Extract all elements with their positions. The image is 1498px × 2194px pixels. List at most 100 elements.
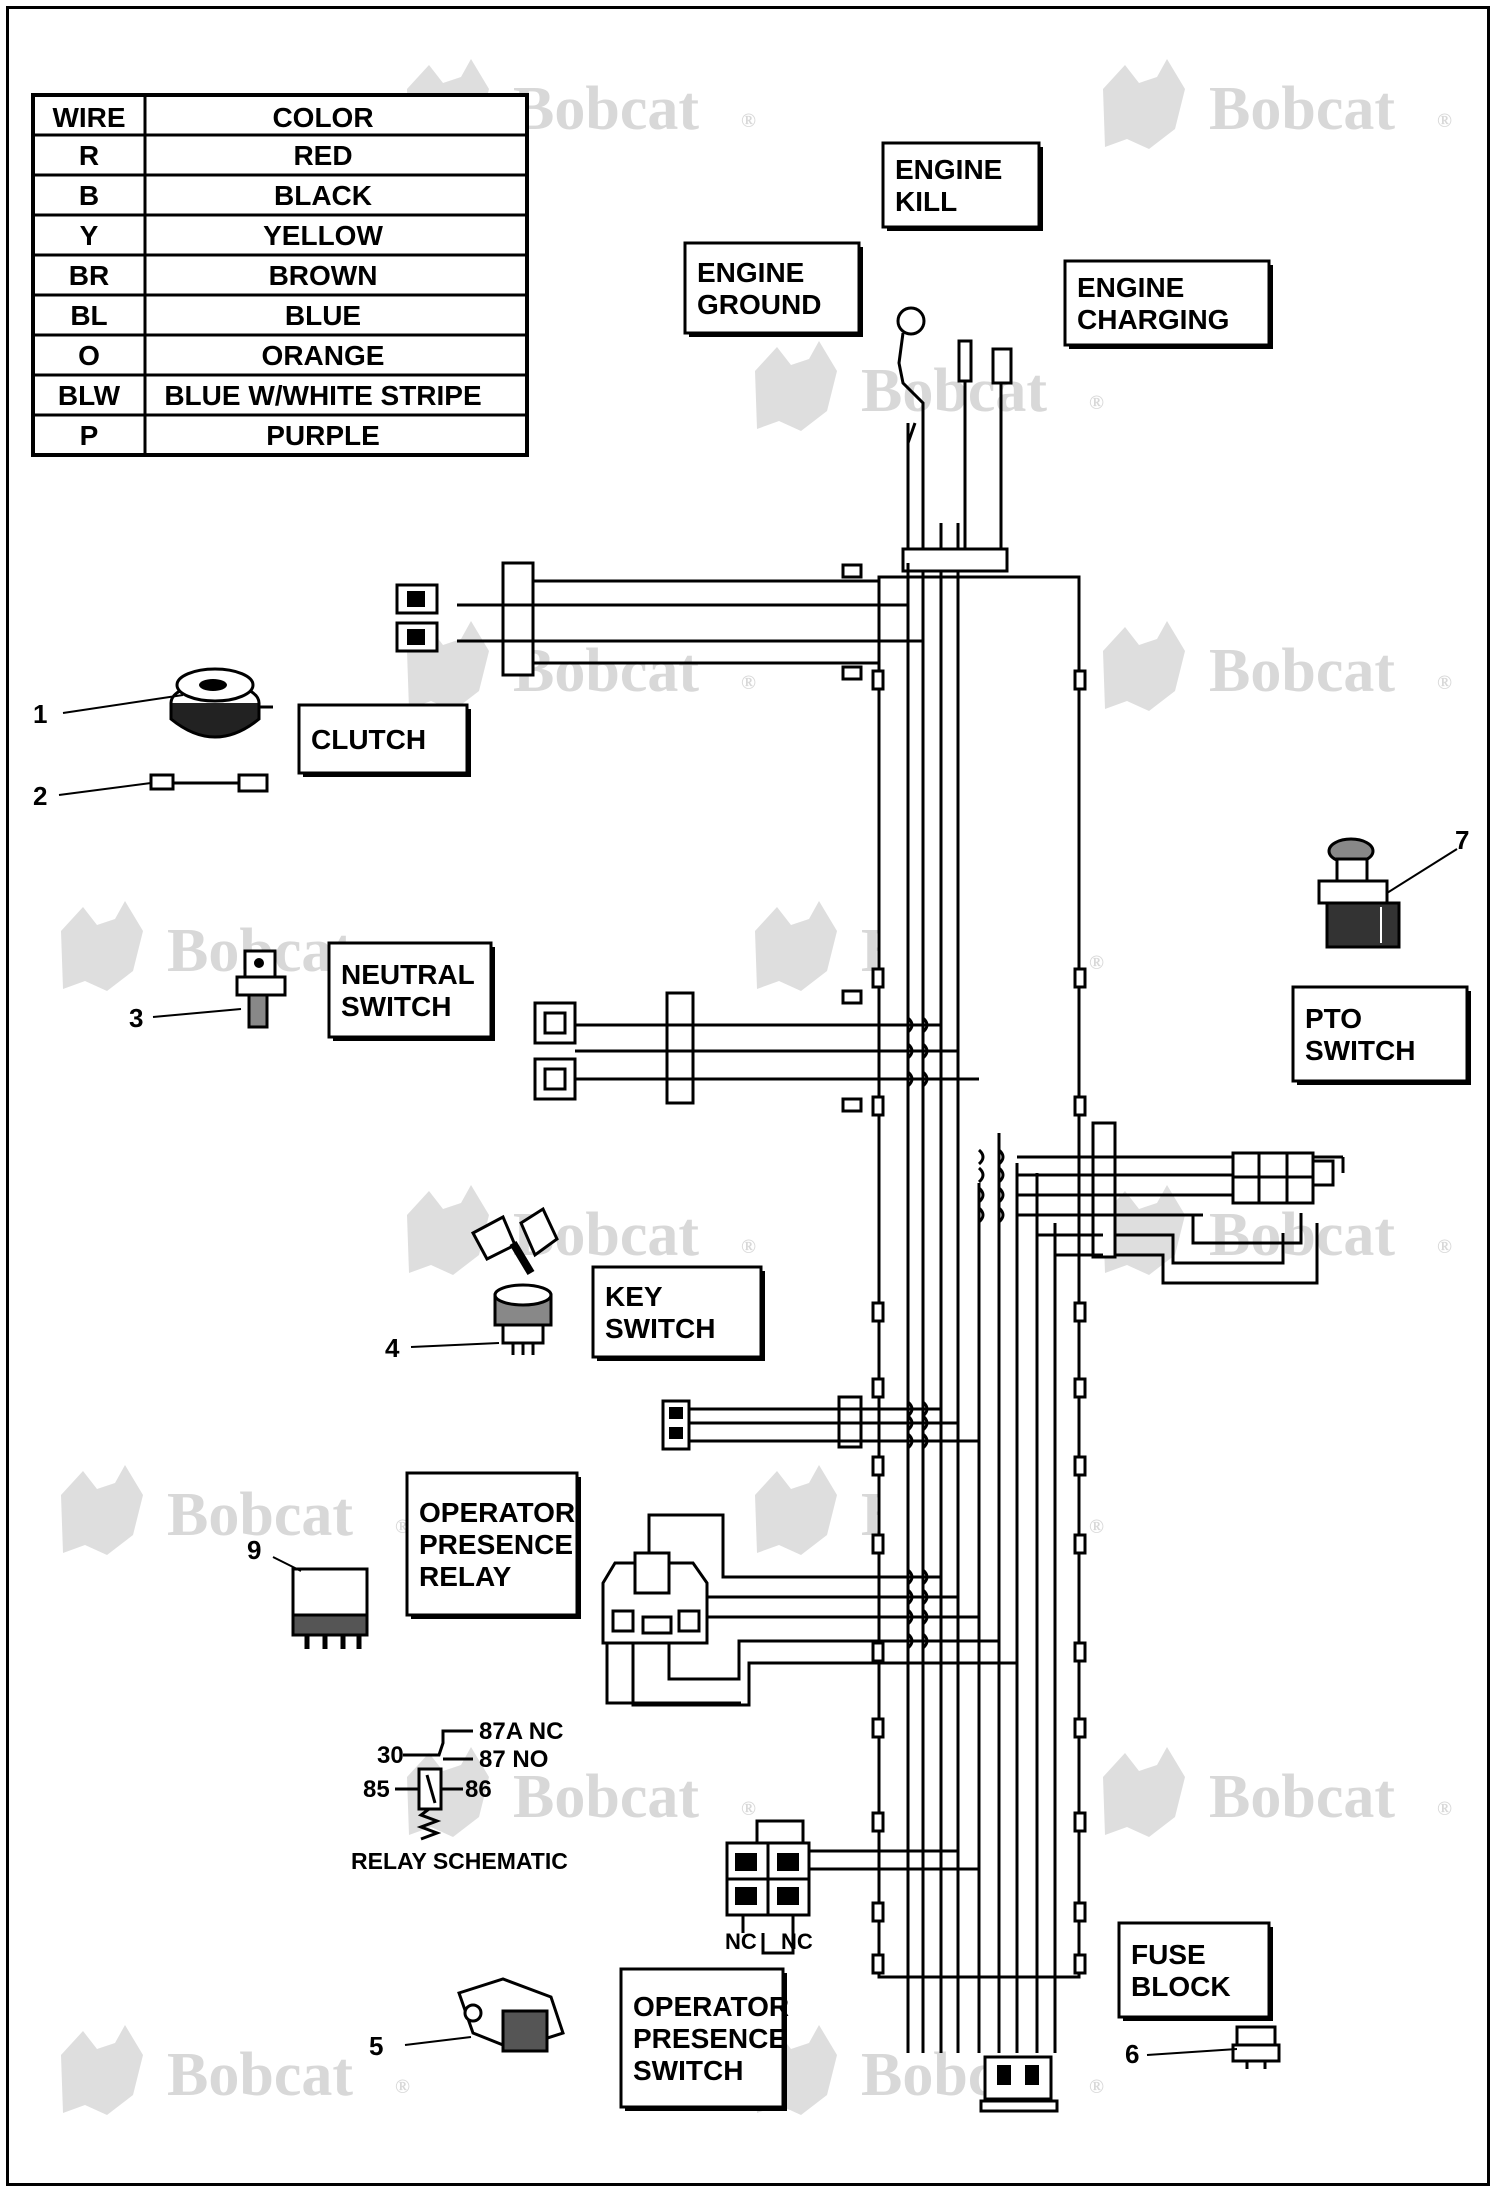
wiring-diagram: Bobcat ® Bobcat ® Bobcat ® Bobcat ® Bobcat ® Bobca… <box>31 59 1471 2115</box>
watermark-logo: Bobcat® <box>407 1185 756 1275</box>
label-line: SWITCH <box>1305 1035 1415 1066</box>
table-cell-color: PURPLE <box>266 420 380 451</box>
watermark-text: Bobcat <box>167 2041 353 2109</box>
watermark-registered: ® <box>1089 952 1104 974</box>
table-cell-wire: P <box>80 420 99 451</box>
table-cell-wire: BL <box>70 300 107 331</box>
relay-terminal-87a: 87A NC <box>479 1718 563 1745</box>
label-line: GROUND <box>697 289 821 320</box>
label-line: KEY <box>605 1281 663 1312</box>
table-cell-wire: BLW <box>58 380 121 411</box>
table-cell-wire: B <box>79 180 99 211</box>
table-cell-wire: Y <box>80 220 99 251</box>
label-line: ENGINE <box>895 154 1002 185</box>
label-line: CLUTCH <box>311 724 426 755</box>
watermark-registered: ® <box>1437 110 1452 132</box>
pto-switch-branch <box>1017 1121 1345 1285</box>
watermark-registered: ® <box>1089 392 1104 414</box>
main-harness <box>841 306 1087 2113</box>
label-line: SWITCH <box>605 1313 715 1344</box>
table-cell-wire: O <box>78 340 100 371</box>
watermark-registered: ® <box>1089 2076 1104 2098</box>
watermark-text: Bobcat <box>1209 637 1395 705</box>
relay-schematic: 30 87A NC 87 NO 85 86 RELAY SCHEMATIC <box>351 1718 568 1874</box>
watermark-logo: Bobcat® <box>61 1465 410 1555</box>
label-line: OPERATOR <box>633 1991 789 2022</box>
table-cell-color: BLUE W/WHITE STRIPE <box>164 380 481 411</box>
watermark-registered: ® <box>741 110 756 132</box>
clutch-component <box>169 667 273 739</box>
watermark-text: Bobcat <box>513 75 699 143</box>
label-line: ENGINE <box>1077 272 1184 303</box>
callout-3: 3 <box>129 1003 143 1033</box>
table-cell-color: BROWN <box>269 260 378 291</box>
label-line: RELAY <box>419 1561 512 1592</box>
watermark-text: Bobcat <box>861 357 1047 425</box>
callout-2: 2 <box>33 781 47 811</box>
watermark-registered: ® <box>1437 672 1452 694</box>
watermark-registered: ® <box>741 1798 756 1820</box>
watermark-text: Bobcat <box>1209 75 1395 143</box>
fuse-link-component <box>149 773 269 793</box>
clutch-branch <box>395 561 923 677</box>
watermark-text: Bobcat <box>167 1481 353 1549</box>
fuse-block-component <box>1231 2025 1281 2069</box>
watermark-text: Bobcat <box>513 1763 699 1831</box>
table-cell-color: YELLOW <box>263 220 383 251</box>
relay-terminal-87: 87 NO <box>479 1746 548 1773</box>
table-cell-color: BLACK <box>274 180 372 211</box>
watermark-text: Bobcat <box>513 637 699 705</box>
label-box-clutch: CLUTCH <box>297 703 471 777</box>
label-line: NEUTRAL <box>341 959 475 990</box>
watermark-logo: Bobcat ® <box>61 2025 410 2115</box>
label-line: SWITCH <box>341 991 451 1022</box>
pto-switch-component <box>1317 837 1401 949</box>
callout-6: 6 <box>1125 2039 1139 2069</box>
table-header-wire: WIRE <box>52 102 125 133</box>
neutral-switch-branch <box>533 991 979 1105</box>
relay-terminal-86: 86 <box>465 1776 492 1803</box>
label-line: FUSE <box>1131 1939 1206 1970</box>
label-line: CHARGING <box>1077 304 1229 335</box>
label-line: SWITCH <box>633 2055 743 2086</box>
table-cell-color: ORANGE <box>262 340 385 371</box>
watermark-registered: ® <box>395 2076 410 2098</box>
table-header-color: COLOR <box>272 102 373 133</box>
label-line: PRESENCE <box>419 1529 573 1560</box>
label-line: KILL <box>895 186 957 217</box>
operator-switch-component <box>457 1977 565 2053</box>
wire-color-table: WIRE COLOR R RED B BLACK Y YELLOW BR BROWN BL BLU… <box>31 93 529 457</box>
switch-contact-nc-left: NC <box>725 1929 757 1954</box>
watermark-registered: ® <box>1437 1798 1452 1820</box>
watermark-logo: Bobcat ® <box>1103 1747 1452 1837</box>
table-cell-wire: BR <box>69 260 109 291</box>
key-switch-component <box>470 1206 559 1355</box>
watermark-registered: ® <box>741 1236 756 1258</box>
relay-terminal-85: 85 <box>363 1776 390 1803</box>
watermark-registered: ® <box>741 672 756 694</box>
relay-schematic-title: RELAY SCHEMATIC <box>351 1848 568 1874</box>
watermark-logo: Bobcat ® <box>407 621 756 711</box>
table-cell-wire: R <box>79 140 99 171</box>
relay-branch <box>601 1513 1017 1707</box>
wire-crossings <box>906 1016 1005 1650</box>
relay-component <box>291 1567 369 1649</box>
table-cell-color: RED <box>293 140 352 171</box>
callout-1: 1 <box>33 699 47 729</box>
callout-5: 5 <box>369 2031 383 2061</box>
watermark-logo: Bobcat ® <box>755 341 1104 431</box>
label-line: OPERATOR <box>419 1497 575 1528</box>
table-cell-color: BLUE <box>285 300 361 331</box>
watermark-text: Bobcat <box>1209 1763 1395 1831</box>
watermark-logo: Bobcat ® <box>1103 621 1452 711</box>
watermark-registered: ® <box>1089 1516 1104 1538</box>
watermark-logo: Bobcat ® <box>1103 59 1452 149</box>
